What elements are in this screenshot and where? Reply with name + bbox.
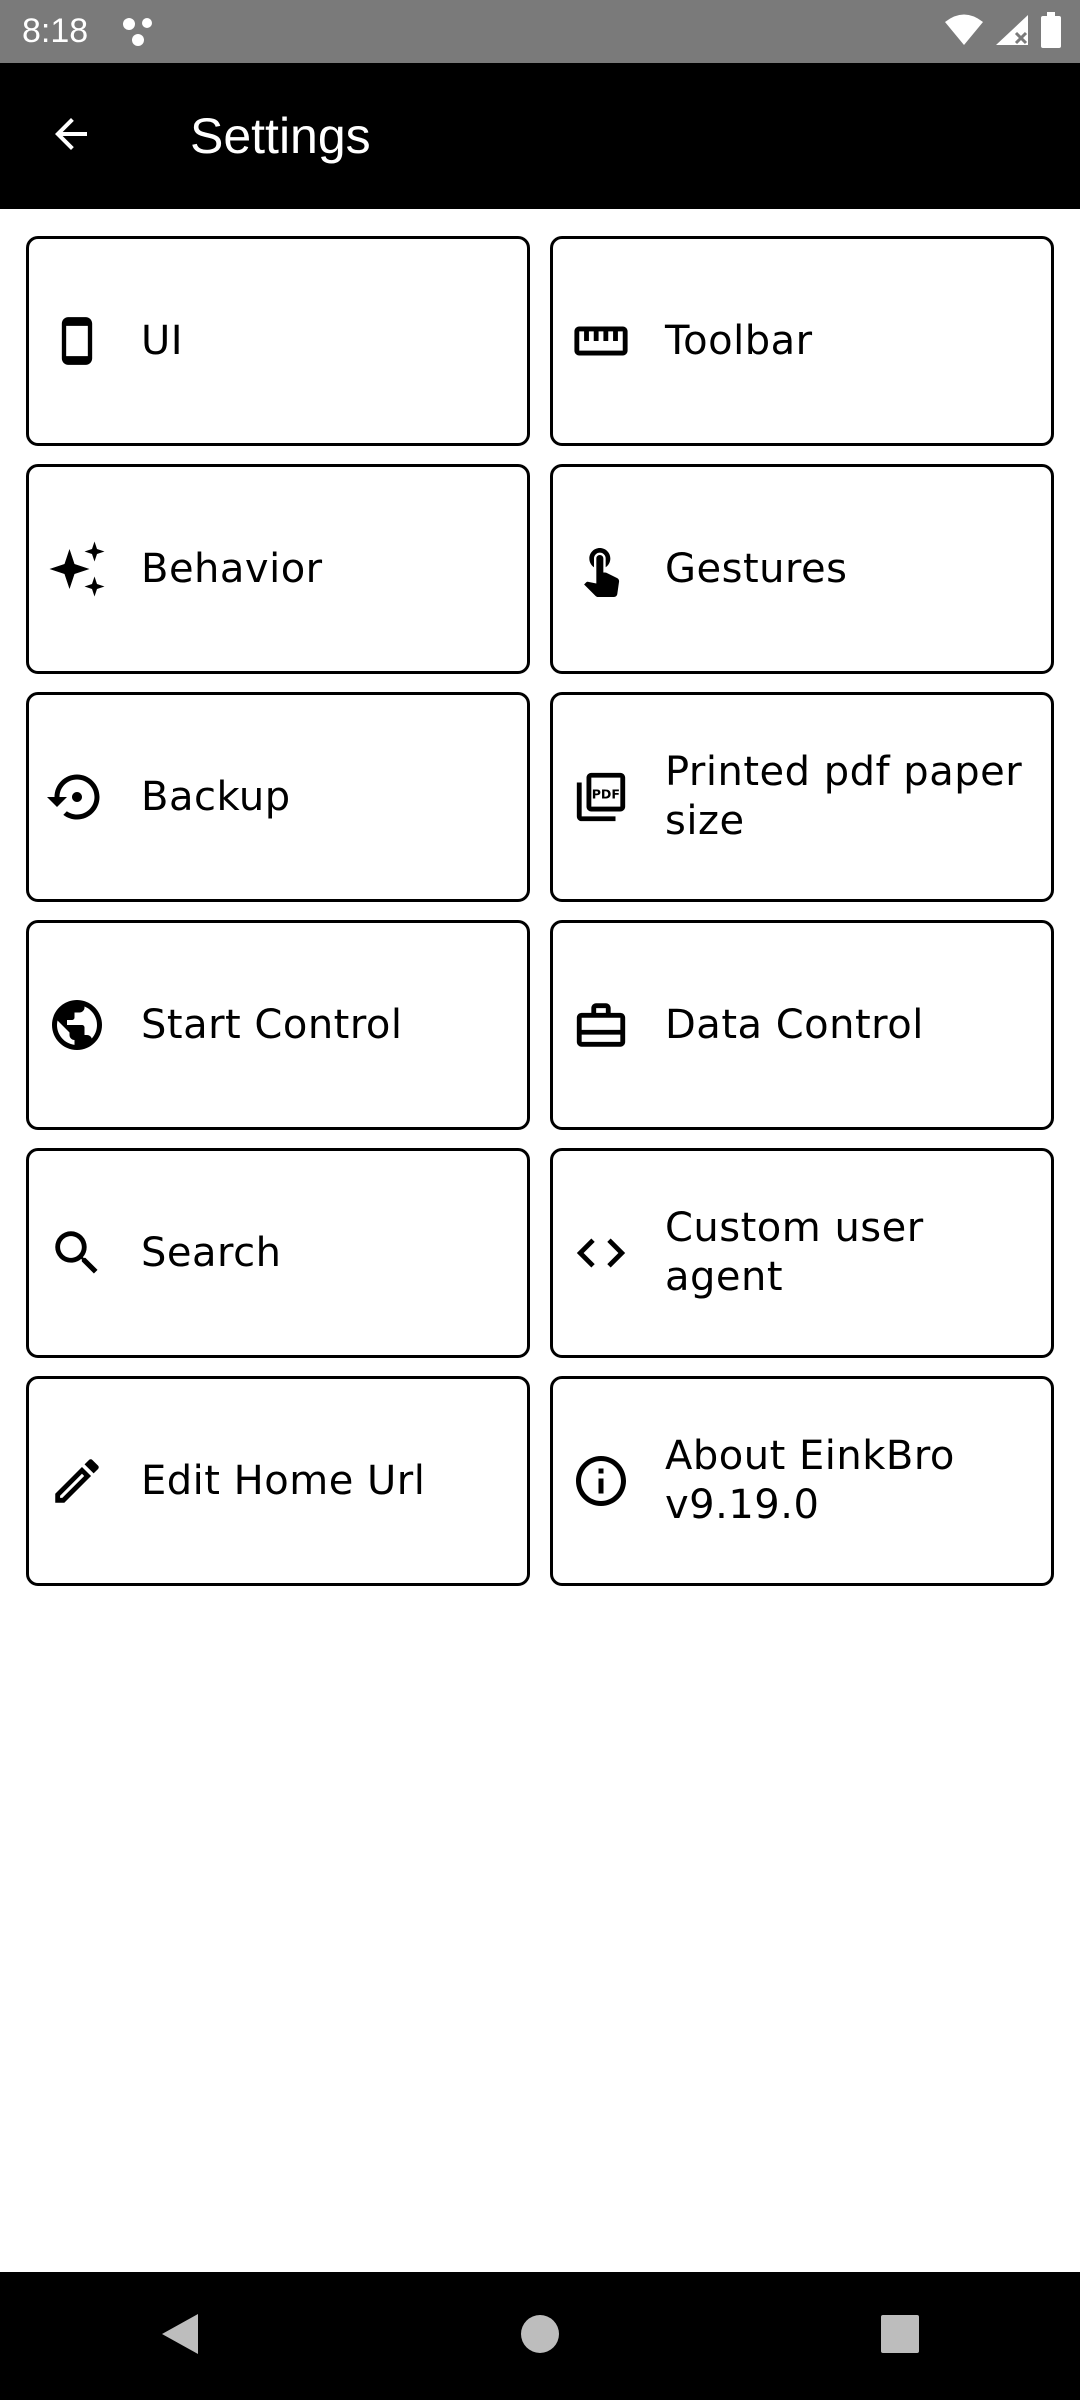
dots-icon — [120, 14, 160, 50]
info-icon — [571, 1451, 631, 1511]
settings-item-label: Gestures — [665, 545, 848, 592]
settings-item-label: Custom user agent — [665, 1205, 924, 1300]
settings-item-data-control[interactable]: Data Control — [550, 920, 1054, 1130]
settings-item-start-control[interactable]: Start Control — [26, 920, 530, 1130]
app-bar: Settings — [0, 63, 1080, 209]
pencil-icon — [47, 1451, 107, 1511]
sparkle-icon — [47, 539, 107, 599]
nav-back-icon — [158, 2310, 202, 2362]
nav-home-button[interactable] — [500, 2296, 580, 2376]
settings-item-label: Start Control — [141, 1001, 403, 1048]
settings-item-label: Backup — [141, 773, 291, 820]
restore-icon — [47, 767, 107, 827]
ruler-icon — [571, 311, 631, 371]
settings-item-label: Edit Home Url — [141, 1457, 426, 1504]
settings-item-label: UI — [141, 317, 184, 364]
settings-item-label: Behavior — [141, 545, 323, 592]
phone-icon — [47, 311, 107, 371]
settings-grid: UI Toolbar Behavior Gestures Backup — [26, 236, 1054, 1586]
signal-icon — [994, 13, 1030, 51]
nav-home-icon — [519, 2313, 561, 2359]
navigation-bar — [0, 2272, 1080, 2400]
settings-item-toolbar[interactable]: Toolbar — [550, 236, 1054, 446]
settings-item-backup[interactable]: Backup — [26, 692, 530, 902]
nav-recents-icon — [879, 2313, 921, 2359]
settings-item-behavior[interactable]: Behavior — [26, 464, 530, 674]
settings-item-label: Search — [141, 1229, 282, 1276]
status-icons — [944, 12, 1062, 52]
settings-item-custom-user-agent[interactable]: Custom user agent — [550, 1148, 1054, 1358]
globe-icon — [47, 995, 107, 1055]
settings-item-edit-home-url[interactable]: Edit Home Url — [26, 1376, 530, 1586]
status-bar: 8:18 — [0, 0, 1080, 63]
status-time: 8:18 — [22, 12, 89, 50]
settings-item-gestures[interactable]: Gestures — [550, 464, 1054, 674]
page-title: Settings — [190, 108, 371, 164]
arrow-back-icon — [47, 110, 95, 162]
back-button[interactable] — [36, 101, 106, 171]
pdf-icon: PDF — [571, 767, 631, 827]
touch-icon — [571, 539, 631, 599]
settings-item-search[interactable]: Search — [26, 1148, 530, 1358]
code-icon — [571, 1223, 631, 1283]
nav-back-button[interactable] — [140, 2296, 220, 2376]
settings-item-label: Toolbar — [665, 317, 813, 364]
settings-item-ui[interactable]: UI — [26, 236, 530, 446]
briefcase-icon — [571, 995, 631, 1055]
wifi-icon — [944, 13, 984, 51]
settings-item-label: Data Control — [665, 1001, 924, 1048]
settings-item-label: Printed pdf paper size — [665, 749, 1023, 844]
nav-recents-button[interactable] — [860, 2296, 940, 2376]
settings-item-about[interactable]: About EinkBro v9.19.0 — [550, 1376, 1054, 1586]
svg-text:PDF: PDF — [592, 786, 620, 801]
search-icon — [47, 1223, 107, 1283]
battery-icon — [1040, 12, 1062, 52]
settings-item-printed-pdf-paper-size[interactable]: PDF Printed pdf paper size — [550, 692, 1054, 902]
settings-item-label: About EinkBro v9.19.0 — [665, 1433, 955, 1528]
